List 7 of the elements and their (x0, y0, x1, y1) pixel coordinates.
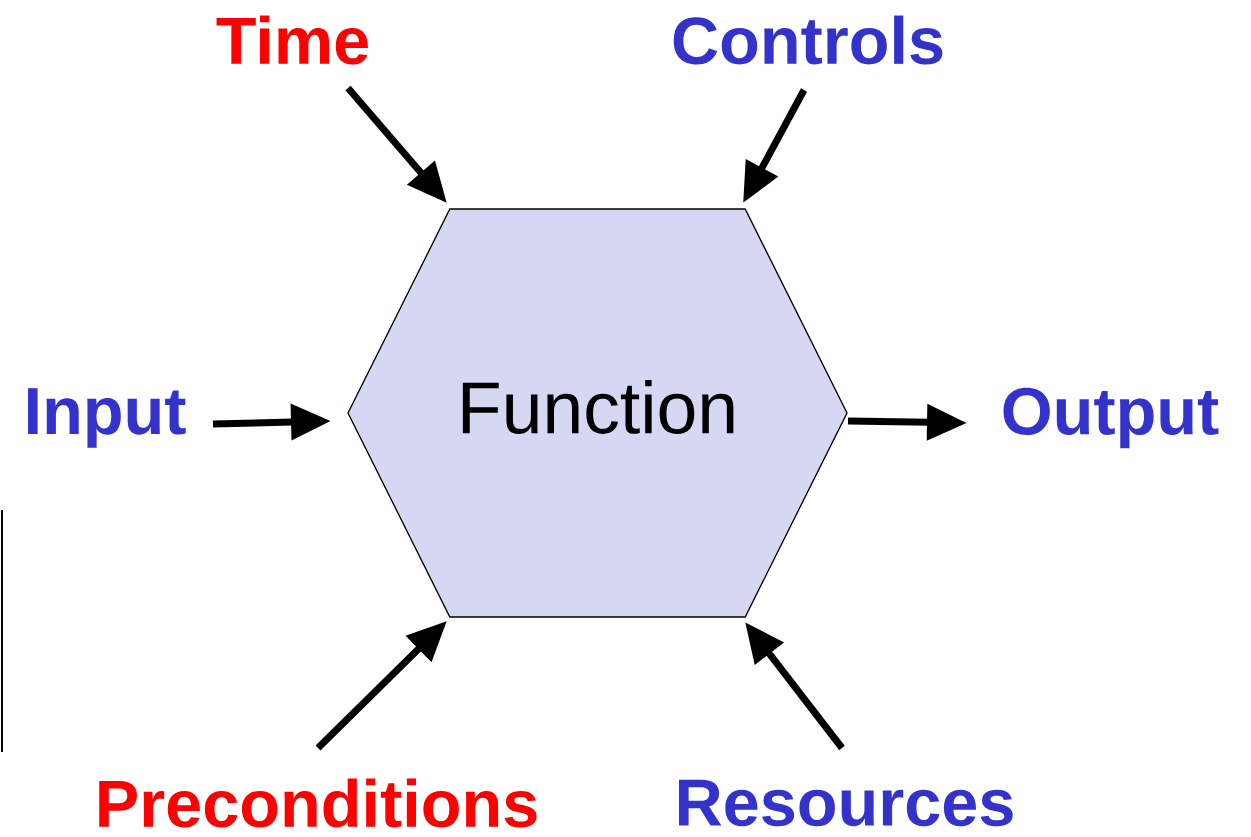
label: Controls (673, 15, 943, 65)
label: Time (216, 15, 368, 65)
function-hexagon: Function (347, 208, 848, 618)
label: Preconditions (99, 778, 537, 828)
label: Input (28, 388, 186, 448)
label: Output (1003, 387, 1219, 449)
label: Resources (679, 779, 1013, 827)
